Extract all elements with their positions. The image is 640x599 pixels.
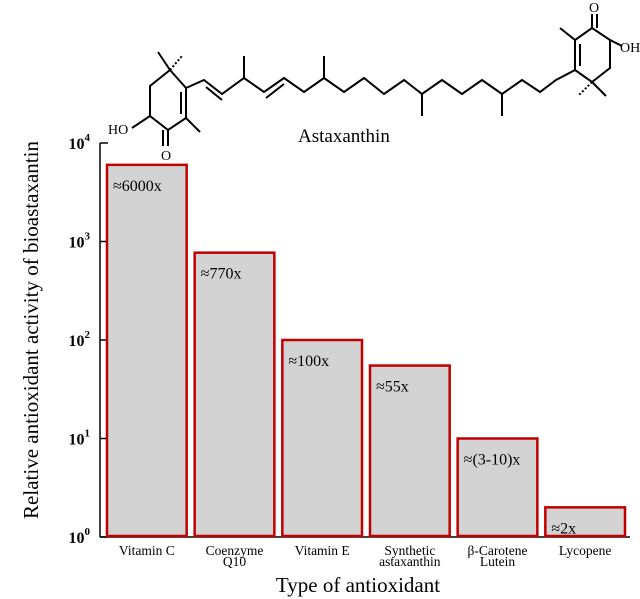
bar <box>368 364 451 538</box>
polyene-chain-double-2 <box>265 83 285 99</box>
right-methyl-a <box>559 27 576 41</box>
bar-data-label: ≈55x <box>376 379 409 396</box>
bar <box>193 251 276 538</box>
atom-oh: OH <box>620 41 640 56</box>
bar <box>281 338 364 538</box>
y-tick-label: 101 <box>69 428 91 449</box>
bar-data-label: ≈2x <box>551 520 576 537</box>
y-axis-label: Relative antioxidant activity of bioasta… <box>19 141 43 519</box>
bar <box>456 437 539 538</box>
left-methyl-c <box>185 117 201 133</box>
astaxanthin-structure <box>131 14 623 146</box>
y-tick-label: 103 <box>69 231 91 252</box>
x-tick-label: Vitamin E <box>295 543 350 558</box>
left-methyl-a <box>157 51 171 71</box>
bar-data-label: ≈(3-10)x <box>464 452 521 469</box>
x-tick-label: Lycopene <box>559 543 611 558</box>
bars: ≈6000x ≈770x ≈100x ≈55x ≈(3-10)x ≈2x <box>105 163 627 538</box>
bar-data-label: ≈100x <box>288 353 329 370</box>
left-ho-bond <box>131 115 151 129</box>
bar <box>105 163 188 538</box>
bar-data-label: ≈770x <box>201 266 242 283</box>
atom-o-left: O <box>161 149 171 164</box>
bar <box>544 506 627 538</box>
y-ticks: 100 101 102 103 104 <box>69 132 108 547</box>
bar-data-label: ≈6000x <box>113 178 162 195</box>
left-methyl-b <box>169 55 183 71</box>
atom-ho: HO <box>108 123 128 138</box>
polyene-chain <box>185 69 576 96</box>
y-tick-label: 104 <box>69 132 91 153</box>
polyene-chain-double <box>205 86 223 101</box>
right-methyl-c <box>577 81 593 97</box>
y-tick-label: 102 <box>69 329 91 350</box>
molecule-label: Astaxanthin <box>298 126 390 147</box>
atom-o-right: O <box>589 1 599 16</box>
right-methyl-b <box>591 81 607 97</box>
x-tick-label: Vitamin C <box>119 543 175 558</box>
right-oh-bond <box>609 39 623 47</box>
x-axis-label: Type of antioxidant <box>276 573 440 597</box>
y-tick-label: 100 <box>69 526 91 547</box>
